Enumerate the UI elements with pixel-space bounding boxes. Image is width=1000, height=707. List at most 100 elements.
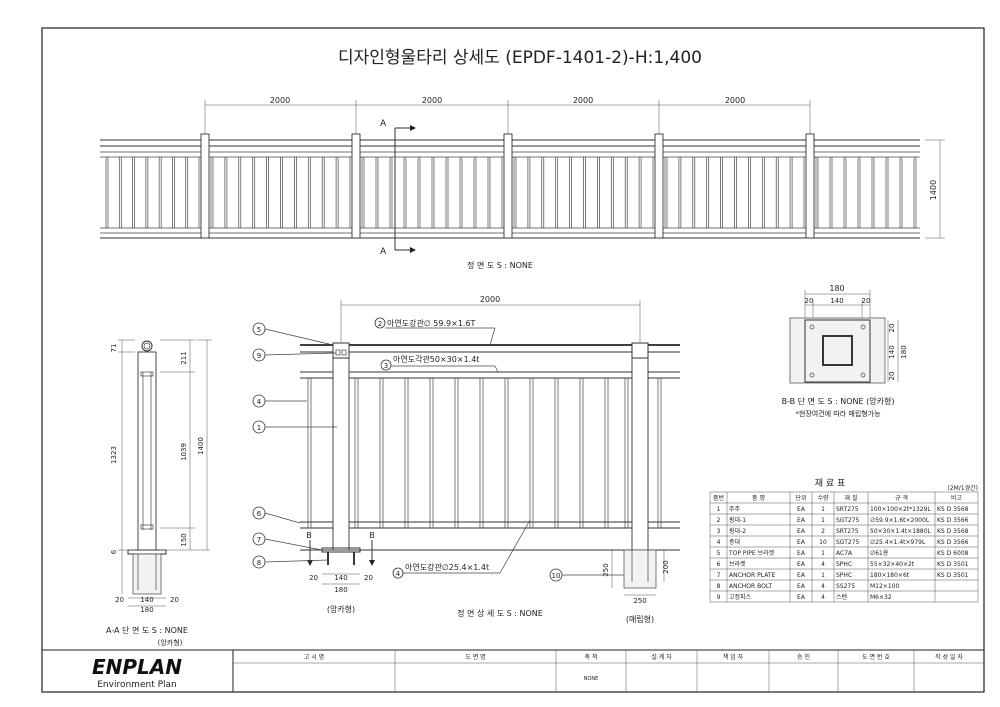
- aa-dim-1039: 1039: [180, 443, 188, 461]
- materials-header-cell: 재 질: [845, 494, 858, 502]
- materials-cell: SPHC: [836, 572, 852, 579]
- materials-cell: EA: [797, 506, 806, 513]
- aa-bottom-dim-20b: 20: [170, 596, 179, 604]
- bb-side-dim-180: 180: [900, 345, 908, 358]
- materials-cell: KS D 3568: [937, 506, 969, 513]
- materials-cell: EA: [797, 539, 806, 546]
- bb-note: *현장여건에 따라 매립형가능: [795, 409, 881, 418]
- callout-text-4: 아연도강관∅25.4×1.4t: [405, 562, 489, 572]
- anchor-dim-140: 140: [334, 574, 347, 582]
- bb-dim-140: 140: [830, 297, 843, 305]
- materials-cell: EA: [797, 517, 806, 524]
- front-elevation: 2000 2000 2000 2000 A A 1400 정: [100, 96, 945, 270]
- materials-cell: 종대: [729, 538, 740, 546]
- materials-header-cell: 단위: [795, 494, 806, 502]
- elev-span-dim-3: 2000: [573, 96, 593, 105]
- anchor-dim-20b: 20: [364, 574, 373, 582]
- materials-cell: KS D 3501: [937, 572, 969, 579]
- elevation-pickets: [105, 157, 917, 228]
- materials-unit-note: (2M/1경간): [947, 484, 978, 492]
- materials-cell: 10: [819, 539, 827, 546]
- callout-text-2: 아연도강관∅ 59.9×1.6T: [387, 318, 476, 328]
- materials-cell: M12×100: [870, 583, 899, 590]
- title-block-header: 고 시 명: [304, 653, 324, 661]
- materials-cell: 4: [821, 594, 825, 601]
- materials-cell: 1: [821, 572, 825, 579]
- materials-cell: EA: [797, 583, 806, 590]
- materials-cell: KS D 3566: [937, 539, 969, 546]
- materials-cell: 횡대-1: [729, 516, 746, 524]
- materials-cell: 2: [717, 517, 721, 524]
- callout-bubble-2: 2: [378, 320, 382, 328]
- materials-cell: 55×32×40×2t: [870, 561, 915, 568]
- materials-cell: EA: [797, 561, 806, 568]
- bubble-8: 8: [257, 559, 261, 567]
- materials-cell: M6×32: [870, 594, 892, 601]
- embed-dim-250-h: 250: [633, 597, 646, 605]
- section-aa: 71 1323 6 211 1039 150 1400 20 140 20 18…: [106, 339, 212, 647]
- materials-cell: TOP PIPE 브라켓: [728, 549, 775, 557]
- materials-cell: 1: [821, 517, 825, 524]
- title-block-header: 축 척: [585, 653, 598, 661]
- elev-span-dim-1: 2000: [270, 96, 290, 105]
- materials-cell: 브라켓: [729, 560, 746, 568]
- section-a-mark-top: A: [380, 119, 387, 129]
- materials-cell: 180×180×6t: [870, 572, 910, 579]
- company-logo-sub: Environment Plan: [97, 680, 176, 690]
- materials-cell: 횡대-2: [729, 527, 746, 535]
- aa-dim-211: 211: [180, 351, 188, 364]
- bb-dim-20b: 20: [862, 297, 871, 305]
- bubble-10: 10: [552, 572, 561, 580]
- materials-cell: SPHC: [836, 561, 852, 568]
- bb-side-dim-20b: 20: [888, 372, 896, 381]
- materials-cell: SS275: [836, 583, 855, 590]
- materials-cell: 9: [717, 594, 721, 601]
- aa-bottom-dim-20a: 20: [115, 596, 124, 604]
- company-logo: ENPLAN: [92, 655, 182, 679]
- materials-header-cell: 품번: [713, 494, 724, 502]
- materials-cell: 1: [821, 506, 825, 513]
- bb-side-dim-140: 140: [888, 345, 896, 358]
- materials-cell: 주주: [729, 506, 741, 513]
- aa-bottom-dim-140: 140: [140, 596, 153, 604]
- embed-type-label: (매립형): [626, 615, 654, 624]
- materials-cell: KS D 3566: [937, 517, 969, 524]
- aa-dim-71: 71: [110, 344, 118, 353]
- bb-caption: B-B 단 면 도 S : NONE (앙카형): [782, 396, 895, 406]
- materials-cell: 스텐: [836, 593, 848, 601]
- bb-side-dim-20a: 20: [888, 324, 896, 333]
- callout-text-3: 아연도각관50×30×1.4t: [393, 354, 479, 364]
- scale-value: NONE: [584, 676, 599, 682]
- drawing-title: 디자인형울타리 상세도 (EPDF-1401-2)-H:1,400: [338, 48, 702, 68]
- materials-cell: ∅25.4×1.4t×979L: [870, 539, 926, 546]
- materials-cell: SGT275: [836, 517, 860, 524]
- materials-cell: 50×30×1.4t×1880L: [870, 528, 932, 535]
- materials-cell: ANCHOR BOLT: [729, 583, 772, 590]
- materials-cell: 4: [717, 539, 721, 546]
- bubble-1: 1: [257, 424, 261, 432]
- callout-bubble-3: 3: [384, 362, 388, 370]
- anchor-dim-20a: 20: [309, 574, 318, 582]
- aa-caption: A-A 단 면 도 S : NONE: [106, 625, 188, 635]
- elev-span-dim-4: 2000: [725, 96, 745, 105]
- materials-header-cell: 비고: [951, 494, 963, 502]
- materials-title: 재 료 표: [815, 478, 846, 489]
- aa-dim-150: 150: [180, 533, 188, 546]
- detail-caption: 정 면 상 세 도 S : NONE: [457, 608, 543, 618]
- section-b-mark-left: B: [306, 531, 312, 540]
- materials-cell: EA: [797, 572, 806, 579]
- title-block-header: 도 면 번 호: [862, 653, 890, 661]
- callout-bubble-4: 4: [396, 570, 401, 578]
- bubble-4: 4: [257, 398, 262, 406]
- section-a-mark-bottom: A: [380, 247, 387, 257]
- materials-cell: EA: [797, 528, 806, 535]
- bubble-9: 9: [257, 352, 261, 360]
- detail-span-dim: 2000: [480, 295, 500, 304]
- materials-cell: 4: [821, 561, 825, 568]
- materials-cell: ANCHOR PLATE: [729, 572, 775, 579]
- materials-header-cell: 규 격: [895, 495, 908, 502]
- materials-cell: 6: [717, 561, 721, 568]
